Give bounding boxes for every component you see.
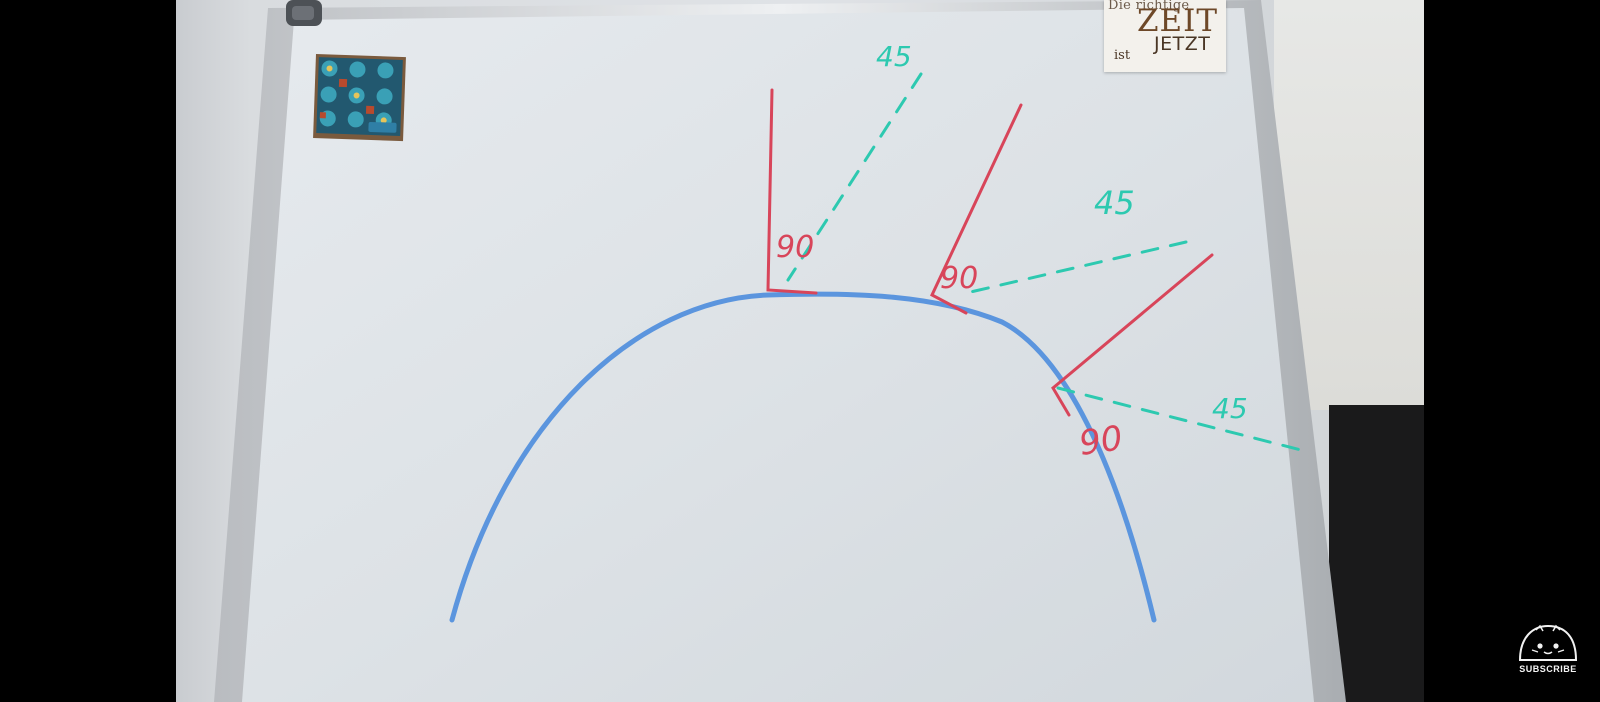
normal-line-top — [766, 88, 818, 295]
sign-line-top: Die richtige — [1108, 0, 1190, 13]
dashed-line-middle — [960, 240, 1188, 296]
video-frame: 90 45 90 45 90 45 Die richtige ZEIT ist … — [176, 0, 1424, 702]
mascot-icon — [1518, 624, 1578, 661]
angle-label-45-top: 45 — [876, 40, 912, 73]
angle-label-90-top: 90 — [776, 230, 814, 265]
subscribe-label: SUBSCRIBE — [1519, 664, 1577, 674]
angle-label-90-middle: 90 — [940, 261, 978, 296]
dashed-line-right — [1056, 386, 1303, 452]
normal-line-middle — [930, 103, 1023, 315]
sign-line-ist: ist — [1114, 48, 1131, 63]
board-surface — [242, 8, 1314, 702]
subscribe-button[interactable]: SUBSCRIBE — [1512, 622, 1584, 678]
angle-label-45-middle: 45 — [1094, 184, 1135, 222]
tile-magnet — [313, 53, 406, 142]
angle-label-45-right: 45 — [1212, 392, 1248, 425]
curve-arc — [449, 291, 1157, 623]
room-shadow — [1329, 405, 1424, 702]
sign-line-jetzt: JETZT — [1154, 33, 1211, 55]
whiteboard: 90 45 90 45 90 45 — [214, 0, 1346, 702]
motivational-sign: Die richtige ZEIT ist JETZT — [1104, 0, 1226, 72]
sign-line-main: ZEIT — [1137, 3, 1219, 39]
normal-line-right — [1051, 253, 1214, 417]
angle-label-90-right: 90 — [1077, 418, 1125, 464]
dashed-line-top — [786, 72, 923, 282]
